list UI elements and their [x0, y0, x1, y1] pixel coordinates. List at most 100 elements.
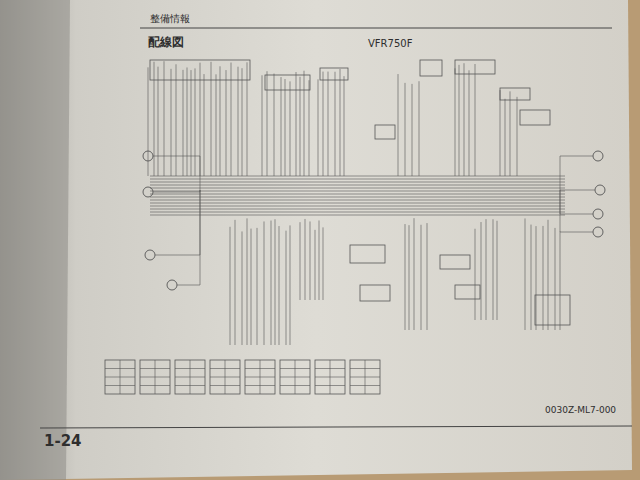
wire [148, 67, 149, 176]
wire [300, 222, 301, 300]
connector-table [210, 360, 240, 394]
wire [242, 231, 243, 345]
connector-table [245, 360, 275, 394]
wire [328, 72, 329, 176]
bulb-symbol [593, 227, 603, 237]
page-number: 1-24 [44, 432, 82, 450]
wire [315, 230, 316, 300]
wire [497, 221, 498, 320]
wire [344, 76, 345, 176]
wire [238, 67, 239, 176]
table-grid [330, 360, 331, 394]
wire [469, 70, 470, 176]
wire [150, 209, 565, 210]
wire [251, 229, 252, 345]
wire [264, 221, 265, 345]
wire [257, 228, 258, 345]
wire [481, 222, 482, 320]
table-grid [365, 360, 366, 394]
wire [459, 65, 460, 176]
wire-harness [105, 60, 605, 394]
connector-block [455, 60, 495, 74]
wire [150, 215, 565, 216]
wire [150, 191, 565, 192]
wire [262, 75, 263, 176]
bulb-symbol [595, 185, 605, 195]
wire [414, 218, 415, 330]
wire [177, 190, 200, 285]
wire [555, 228, 556, 330]
wire [548, 220, 549, 330]
wire [323, 227, 324, 300]
bulb-symbol [593, 209, 603, 219]
wire [464, 63, 465, 176]
wire [486, 219, 487, 320]
wire [543, 226, 544, 330]
wire [150, 179, 565, 180]
wire [335, 72, 336, 176]
wire [475, 64, 476, 176]
component-box [440, 255, 470, 269]
wire [204, 74, 205, 176]
header-rule [140, 28, 612, 29]
wire [235, 220, 236, 345]
wire [242, 68, 243, 176]
wire [281, 77, 282, 176]
diagram-title: 配線図 [148, 34, 184, 51]
wire [220, 66, 221, 176]
connector-table [315, 360, 345, 394]
component-box [520, 110, 550, 125]
wire [455, 68, 456, 176]
wire [309, 80, 310, 176]
bulb-symbol [167, 280, 177, 290]
wire [183, 70, 184, 176]
wire [525, 218, 526, 330]
connector-block [320, 68, 348, 80]
wire [290, 225, 291, 345]
wire [405, 83, 406, 176]
wire [493, 219, 494, 320]
wire [319, 220, 320, 300]
wire [340, 69, 341, 176]
wire [421, 225, 422, 330]
wire [150, 176, 565, 177]
bulb-symbol [593, 151, 603, 161]
wire [323, 72, 324, 176]
table-grid [225, 360, 226, 394]
wire [274, 74, 275, 176]
wire [304, 71, 305, 176]
wire [560, 232, 561, 330]
wire [267, 71, 268, 176]
connector-block [265, 75, 310, 90]
wire [216, 74, 217, 176]
wire [230, 227, 231, 345]
wire [305, 219, 306, 300]
wire [560, 190, 593, 232]
wire [285, 79, 286, 176]
wire [231, 63, 232, 176]
table-grid [260, 360, 261, 394]
wire [427, 223, 428, 330]
wire [150, 188, 565, 189]
wire [211, 62, 212, 176]
wire [560, 156, 593, 190]
wire [150, 206, 565, 207]
wire [150, 194, 565, 195]
wire [150, 200, 565, 201]
wire [155, 190, 200, 255]
wire [271, 221, 272, 345]
wire [153, 190, 200, 192]
wire [500, 90, 501, 176]
wire [195, 68, 196, 176]
wire [398, 74, 399, 176]
wire [419, 81, 420, 176]
connector-table [105, 360, 135, 394]
binding-shadow [0, 0, 70, 480]
connector-block [150, 60, 250, 80]
wire [247, 62, 248, 176]
connector-table [140, 360, 170, 394]
